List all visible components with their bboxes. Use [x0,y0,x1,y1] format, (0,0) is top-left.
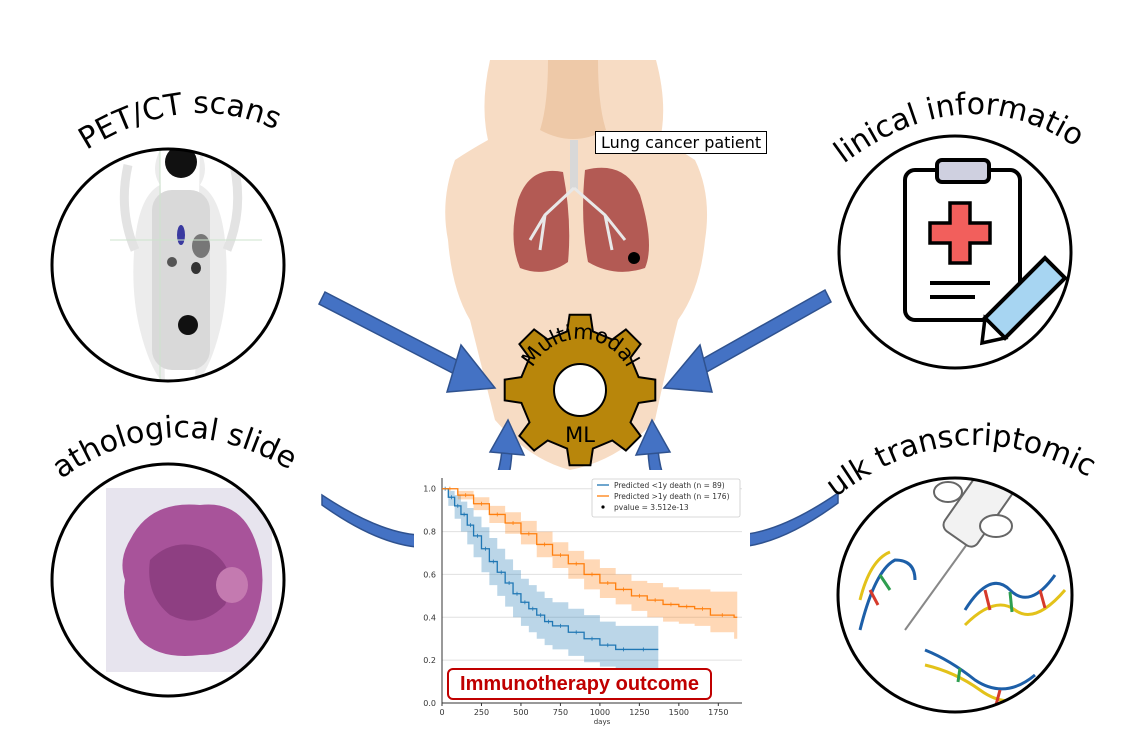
gear-label-bottom: ML [565,423,595,447]
y-tick-label: 0.4 [423,613,436,622]
gear-icon [503,313,657,467]
legend-entry-0: Predicted <1y death (n = 89) [614,481,725,490]
x-axis-label: days [594,718,611,726]
patient-label: Lung cancer patient [595,131,768,154]
ci-band-series-0 [442,488,659,671]
transcriptomics-panel [836,476,1074,714]
x-tick-label: 750 [553,708,568,717]
x-tick-label: 1500 [669,708,689,717]
trachea [570,140,578,190]
x-tick-label: 500 [513,708,528,717]
medical-cross-icon [928,201,992,265]
x-tick-label: 0 [439,708,444,717]
y-tick-label: 1.0 [423,485,436,494]
pet-ct-panel [50,147,286,383]
y-tick-label: 0.8 [423,528,436,537]
x-tick-label: 1250 [629,708,649,717]
y-tick-label: 0.0 [423,699,436,708]
clipboard-icon [903,158,1022,322]
legend-entry-2: pvalue = 3.512e-13 [614,503,689,512]
legend-entry-1: Predicted >1y death (n = 176) [614,492,730,501]
y-tick-label: 0.2 [423,656,436,665]
x-tick-label: 1750 [708,708,728,717]
y-tick-label: 0.6 [423,570,436,579]
arrow-clinical-to-ml [662,288,832,393]
dna-helix-icon [858,550,1067,706]
outcome-label: Immunotherapy outcome [447,668,712,700]
tumor-marker [628,252,640,264]
pet-scan-image [110,149,262,381]
x-tick-label: 250 [474,708,489,717]
legend-box [591,478,741,518]
x-tick-label: 1000 [590,708,610,717]
patient-body [445,60,708,470]
lungs-icon [513,140,649,272]
pen-icon [979,255,1068,346]
pet-ct-title: PET/CT scans [73,86,287,157]
legend-marker-pvalue [601,505,605,509]
arrow-pet-to-ml [317,290,497,393]
pathology-panel [50,462,286,698]
clinical-panel [837,134,1073,370]
